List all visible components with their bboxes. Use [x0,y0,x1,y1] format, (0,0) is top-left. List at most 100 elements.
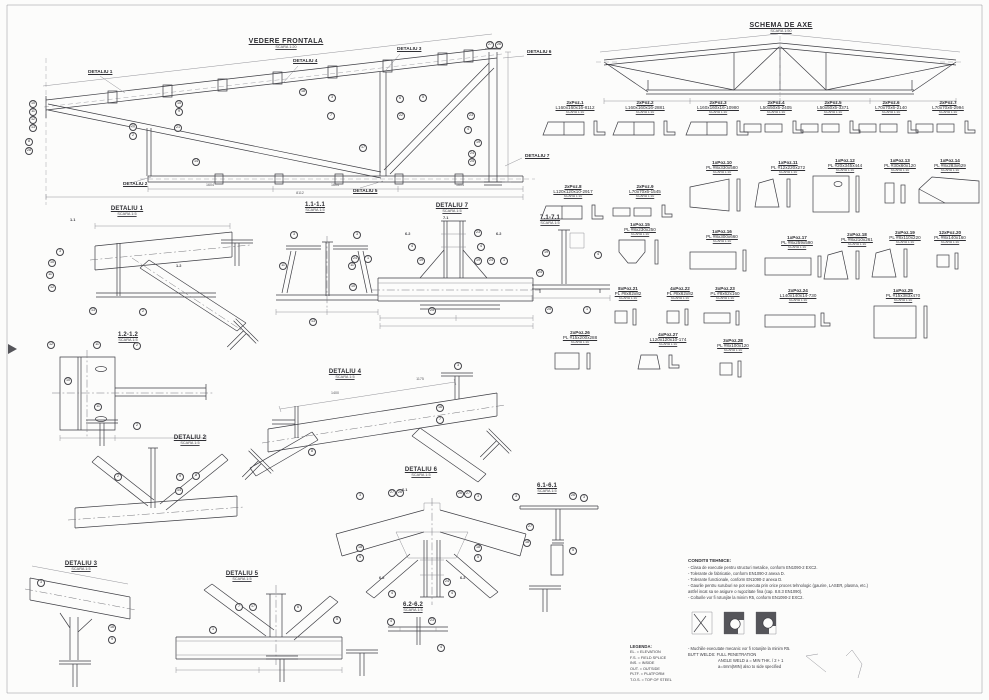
part-scale: SCARA 1:10 [570,340,590,344]
position-balloon: 24 [536,269,544,277]
part-qty: 2xPoz.24 [788,288,808,293]
part-thumbnail [755,250,839,297]
position-balloon: 5 [474,554,482,562]
part-qty: 1xPoz.10 [712,160,732,165]
part-spec: PL #8x62x82 [666,291,694,296]
part-thumbnail [638,301,722,348]
part-qty: 2xPoz.18 [847,232,867,237]
position-balloon: 17 [359,144,367,152]
position-balloon: 24 [487,257,495,265]
section-1-1 [276,236,378,315]
position-balloon: 5 [419,94,427,102]
part-spec: L70x70x6-2140 [875,105,907,110]
detail-title-text: 1.2-1.2 [117,332,139,338]
part-qty: 1xPoz.13 [890,158,910,163]
position-balloon: 2 [114,473,122,481]
part-spec: PL #8x259x590 [781,240,813,245]
part-spec: PL #20x345x444 [827,163,863,168]
position-balloon: 23 [467,112,475,120]
legend-line: T.O.S. = TOP OF STEEL [630,677,672,682]
butt-weld-line: BUTT WELDS: FULL PENETRATION [688,652,757,658]
part-spec: PL #8x330x580 [706,165,738,170]
position-balloon: 1 [500,257,508,265]
detail-callout-label: DETALIU 1 [88,70,113,75]
part-scale: SCARA 1:10 [847,242,867,246]
part-scale: SCARA 1:10 [658,342,678,346]
part-qty: 2xPoz.19 [895,230,915,235]
detail-title-text: DETALIU 4 [328,369,362,375]
part-spec: PL #8x140x160 [934,235,966,240]
part-scale: SCARA 1:10 [938,110,958,114]
part-spec: PL #8x110x220 [889,235,921,240]
position-balloon: 27 [526,523,534,531]
position-balloon: 11 [93,341,101,349]
position-balloon: 7 [436,416,444,424]
part-qty: 2xPoz.4 [767,100,785,105]
dimension-label: 1604 [456,183,464,187]
position-balloon: 14 [175,487,183,495]
detail-callout-label: DETALIU 3 [397,47,422,52]
weld-note-line: - Muchiile executate mecanic vor fi rotu… [688,646,791,651]
position-balloon: 11 [94,403,102,411]
detail-title-text: 6.1-6.1 [536,483,558,489]
position-balloon: 26 [569,492,577,500]
part-scale: SCARA 1:10 [635,194,655,198]
part-thumbnail [586,301,670,348]
legend-title: LEGENDA: [630,644,652,649]
tee-section-symbol [272,406,298,438]
detail-title-scale: SCARA 1:5 [442,209,462,213]
part-scale: SCARA 1:10 [708,110,728,114]
part-thumbnail [538,345,622,392]
position-balloon: 10 [48,259,56,267]
position-balloon: 18 [356,544,364,552]
tech-notes: CONDITII TEHNICE: - Clasa de executie pe… [688,558,878,601]
detail-4 [250,379,505,482]
detail-title-scale: SCARA 1:5 [411,473,431,477]
position-balloon: 12 [47,341,55,349]
position-balloon: 4 [388,590,396,598]
detail-title-scale: SCARA 1:5 [117,212,137,216]
tee-section-symbol [529,586,561,612]
part-scale: SCARA 1:10 [670,296,690,300]
position-balloon: 13 [309,318,317,326]
part-spec: L50x50x5-3371 [817,105,849,110]
front-view-title-scale: SCARA 1:20 [275,45,297,49]
part-qty: 1xPoz.14 [940,158,960,163]
part-scale: SCARA 1:10 [618,296,638,300]
position-balloon: 26 [495,41,503,49]
part-spec: PL #15x200x288 [562,335,598,340]
position-balloon: 4 [437,644,445,652]
part-scale: SCARA 1:10 [823,110,843,114]
part-spec: PL #15x383x470 [885,293,921,298]
detail-title-scale: SCARA 1:5 [71,567,91,571]
part-scale: SCARA 1:10 [565,110,585,114]
position-balloon: 6 [396,95,404,103]
section-marker: 6.2 [405,231,411,236]
position-balloon: 12 [29,116,37,124]
part-thumbnail [803,173,887,220]
part-qty: 1xPoz.11 [778,160,798,165]
position-balloon: 4 [477,243,485,251]
position-balloon: 14 [192,158,200,166]
section-marker: 6.2 [460,575,466,580]
detail-6 [336,498,526,605]
part-scale: SCARA 1:10 [893,298,913,302]
part-qty: 8xPoz.21 [618,286,638,291]
position-balloon: 27 [464,490,472,498]
part-scale: SCARA 1:10 [940,168,960,172]
detail-title-text: 7.1-7.1 [539,215,561,221]
position-balloon: 1 [583,306,591,314]
part-qty: 2xPoz.1 [566,100,584,105]
